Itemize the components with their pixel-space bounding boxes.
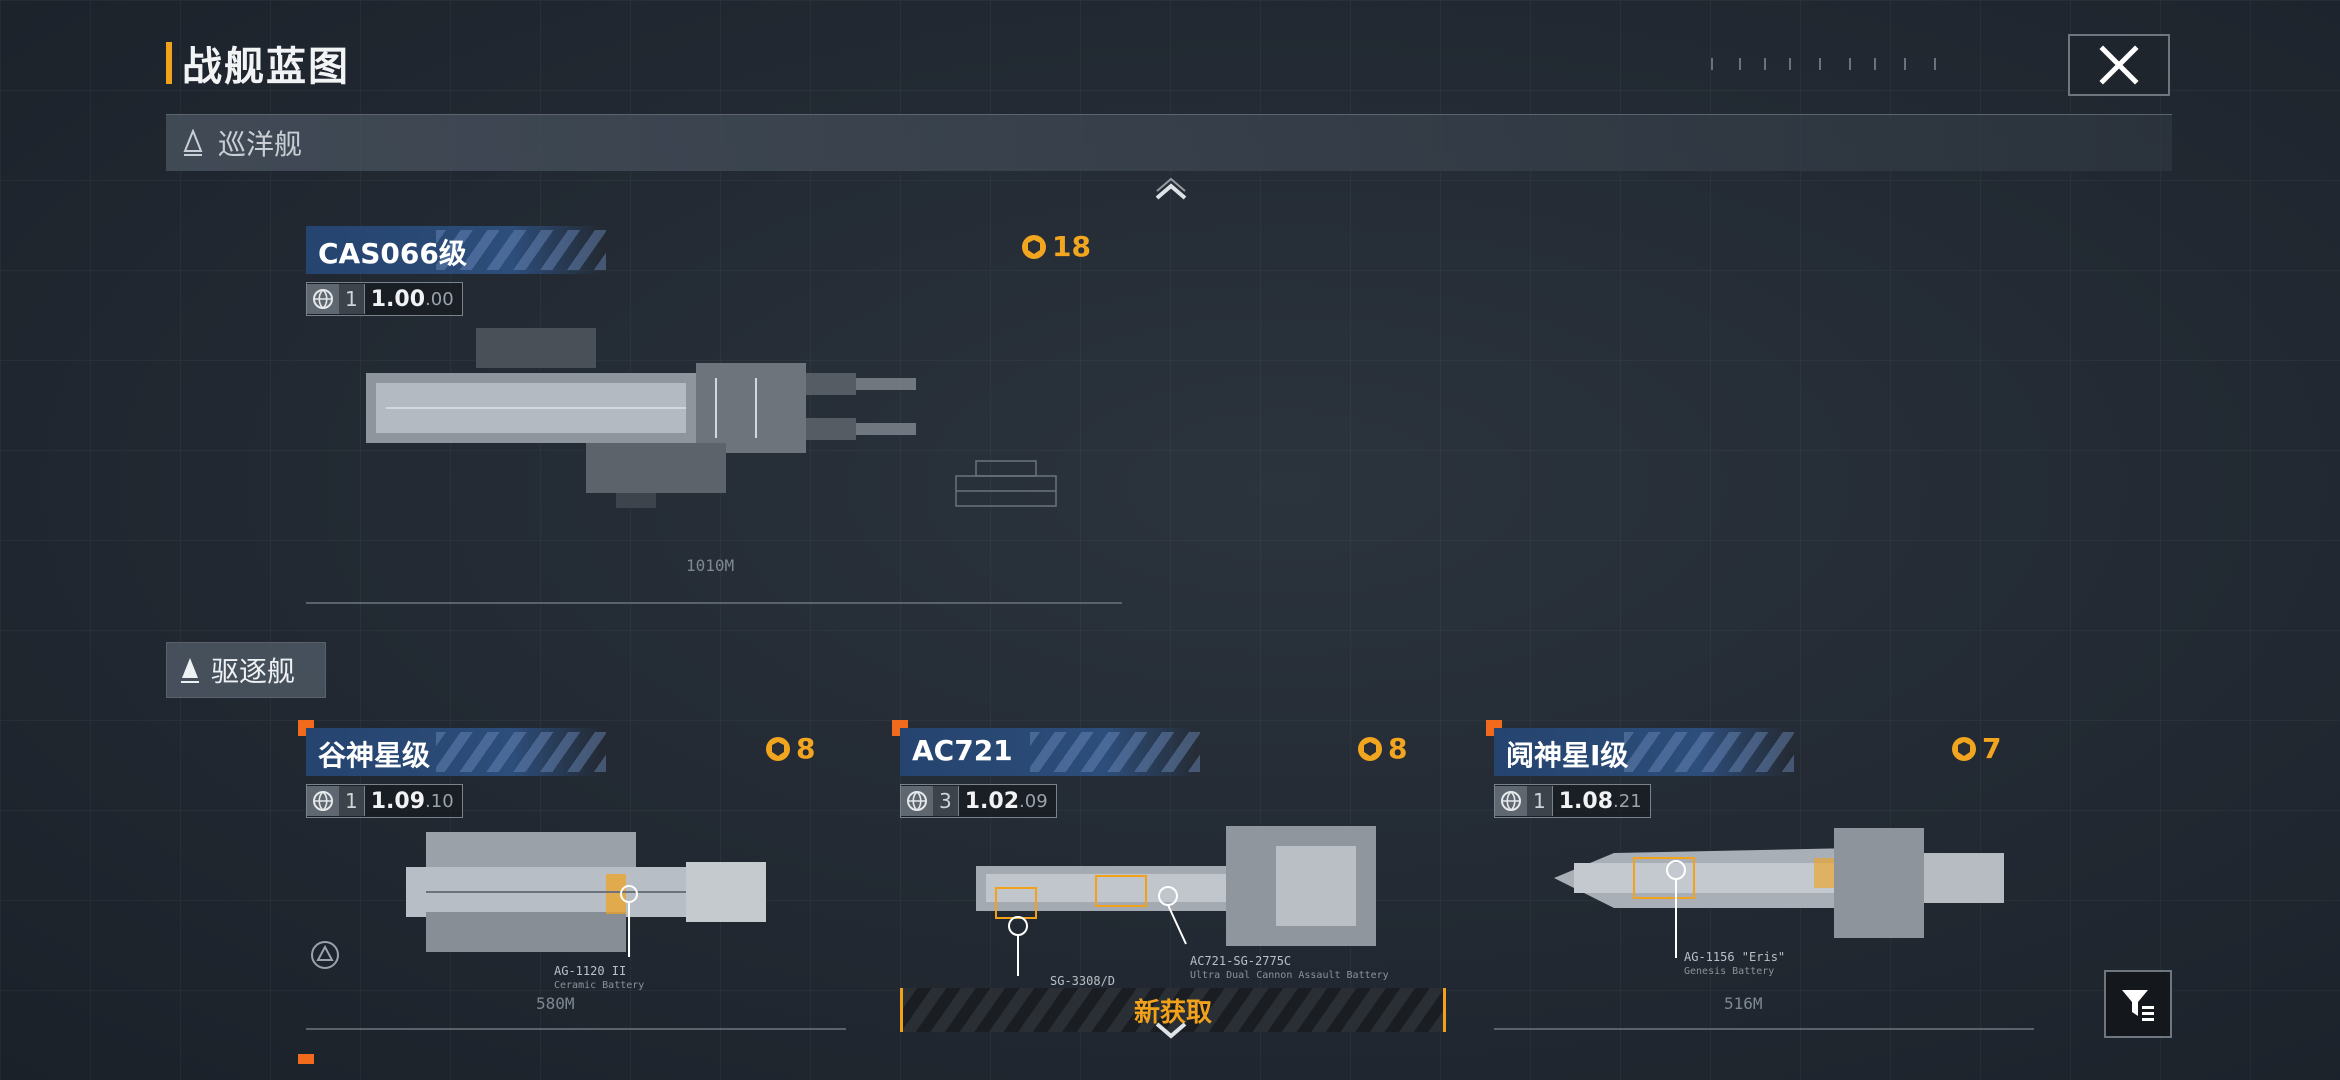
ship-name: CAS066级: [318, 237, 467, 270]
weapon-sublabel: Genesis Battery: [1684, 966, 1775, 977]
ship-count: 18: [1052, 230, 1091, 263]
ship-level: 1: [339, 786, 365, 816]
ship-count: 7: [1982, 732, 2002, 765]
page-header: 战舰蓝图: [166, 38, 350, 90]
weapon-label: AG-1156 "Eris": [1684, 950, 1786, 964]
weapon-label: AG-1120 II: [554, 964, 627, 978]
ship-length: 580M: [536, 994, 575, 1013]
ship-length: 516M: [1724, 994, 1763, 1013]
chevron-up-icon[interactable]: [1154, 178, 1188, 202]
ship-card-ceres[interactable]: 谷神星级 8 1 1.09 .10 AG-1120 II Ceramic Bat…: [306, 728, 846, 1030]
ship-value: 1.00: [370, 286, 426, 312]
medal-icon: [1952, 736, 1976, 761]
ship-image-eris: [1554, 828, 2004, 958]
ship-value: 1.02: [964, 788, 1020, 814]
ship-name: 阋神星I级: [1506, 739, 1629, 772]
ship-name: AC721: [912, 734, 1013, 767]
ship-value-sub: .09: [1019, 790, 1048, 812]
ship-stats: 1 1.08 .21: [1494, 784, 1651, 818]
category-bar-cruiser[interactable]: 巡洋舰: [166, 114, 2172, 171]
filter-icon: [2122, 990, 2154, 1021]
globe-icon: [901, 786, 933, 816]
medal-icon: [766, 736, 790, 761]
close-button[interactable]: [2068, 34, 2170, 96]
ship-level: 1: [1527, 786, 1553, 816]
ship-count-badge: 7: [1950, 732, 2001, 765]
ship-value: 1.09: [370, 788, 426, 814]
ship-count-badge: 8: [764, 732, 815, 765]
weapon-label-secondary: SG-3308/D: [1050, 974, 1116, 988]
header-accent: [166, 42, 172, 84]
medal-icon: [1358, 736, 1382, 761]
ship-level: 3: [933, 786, 959, 816]
ship-card-header: 阋神星I级: [1494, 728, 1794, 776]
ship-count-badge: 18: [1020, 230, 1091, 263]
ship-class-icon: [181, 658, 199, 683]
length-ruler: [306, 1014, 846, 1030]
ship-length: 1010M: [686, 556, 735, 575]
length-ruler: [306, 588, 1122, 604]
decor-schematic: [955, 460, 1057, 507]
globe-icon: [1495, 786, 1527, 816]
category-button-destroyer[interactable]: 驱逐舰: [166, 642, 326, 698]
close-icon: [2099, 45, 2139, 85]
category-label-destroyer: 驱逐舰: [211, 655, 296, 688]
filter-button[interactable]: [2104, 970, 2172, 1038]
new-acquired-banner: 新获取: [900, 988, 1446, 1032]
ship-level: 1: [339, 284, 365, 314]
ship-card-header: 谷神星级: [306, 728, 606, 776]
ship-stats: 1 1.09 .10: [306, 784, 463, 818]
ship-card-ac721[interactable]: AC721 8 3 1.02 .09 AC721-SG-2775C Ultra …: [900, 728, 1440, 988]
weapon-sublabel: Ceramic Battery: [554, 980, 645, 991]
ship-class-icon: [183, 129, 203, 156]
ship-count: 8: [796, 732, 816, 765]
ship-value-sub: .00: [425, 288, 454, 310]
ship-stats: 3 1.02 .09: [900, 784, 1057, 818]
ship-value-sub: .10: [425, 790, 454, 812]
ship-card-header: AC721: [900, 728, 1200, 776]
ship-stats: 1 1.00 .00: [306, 282, 463, 316]
weapon-sublabel: Ultra Dual Cannon Assault Battery: [1190, 970, 1389, 981]
page-title: 战舰蓝图: [182, 44, 350, 90]
new-acquired-label: 新获取: [1133, 997, 1212, 1028]
triangle-badge-icon: [311, 941, 339, 969]
ship-count-badge: 8: [1356, 732, 1407, 765]
globe-icon: [307, 284, 339, 314]
ship-image-cas066: [366, 328, 916, 508]
ship-card-header: CAS066级: [306, 226, 606, 274]
ship-card-eris[interactable]: 阋神星I级 7 1 1.08 .21 AG-1156 "Eris" Genesi…: [1494, 728, 2034, 1030]
length-ruler: [1494, 1014, 2034, 1030]
ship-name: 谷神星级: [318, 739, 431, 772]
ship-image-ac721: [976, 826, 1376, 976]
globe-icon: [307, 786, 339, 816]
category-label-cruiser: 巡洋舰: [218, 128, 303, 161]
medal-icon: [1022, 234, 1046, 259]
chevron-down-icon[interactable]: [1154, 1020, 1188, 1040]
ship-card-cas066[interactable]: CAS066级 18 1 1.00 .00 1010M: [306, 226, 1122, 606]
ship-value-sub: .21: [1613, 790, 1642, 812]
weapon-label: AC721-SG-2775C: [1190, 954, 1292, 968]
ship-value: 1.08: [1558, 788, 1614, 814]
ship-count: 8: [1388, 732, 1408, 765]
ship-image-ceres: [406, 832, 766, 957]
decor-ticks: [1711, 58, 1936, 70]
new-indicator: [298, 1054, 314, 1064]
